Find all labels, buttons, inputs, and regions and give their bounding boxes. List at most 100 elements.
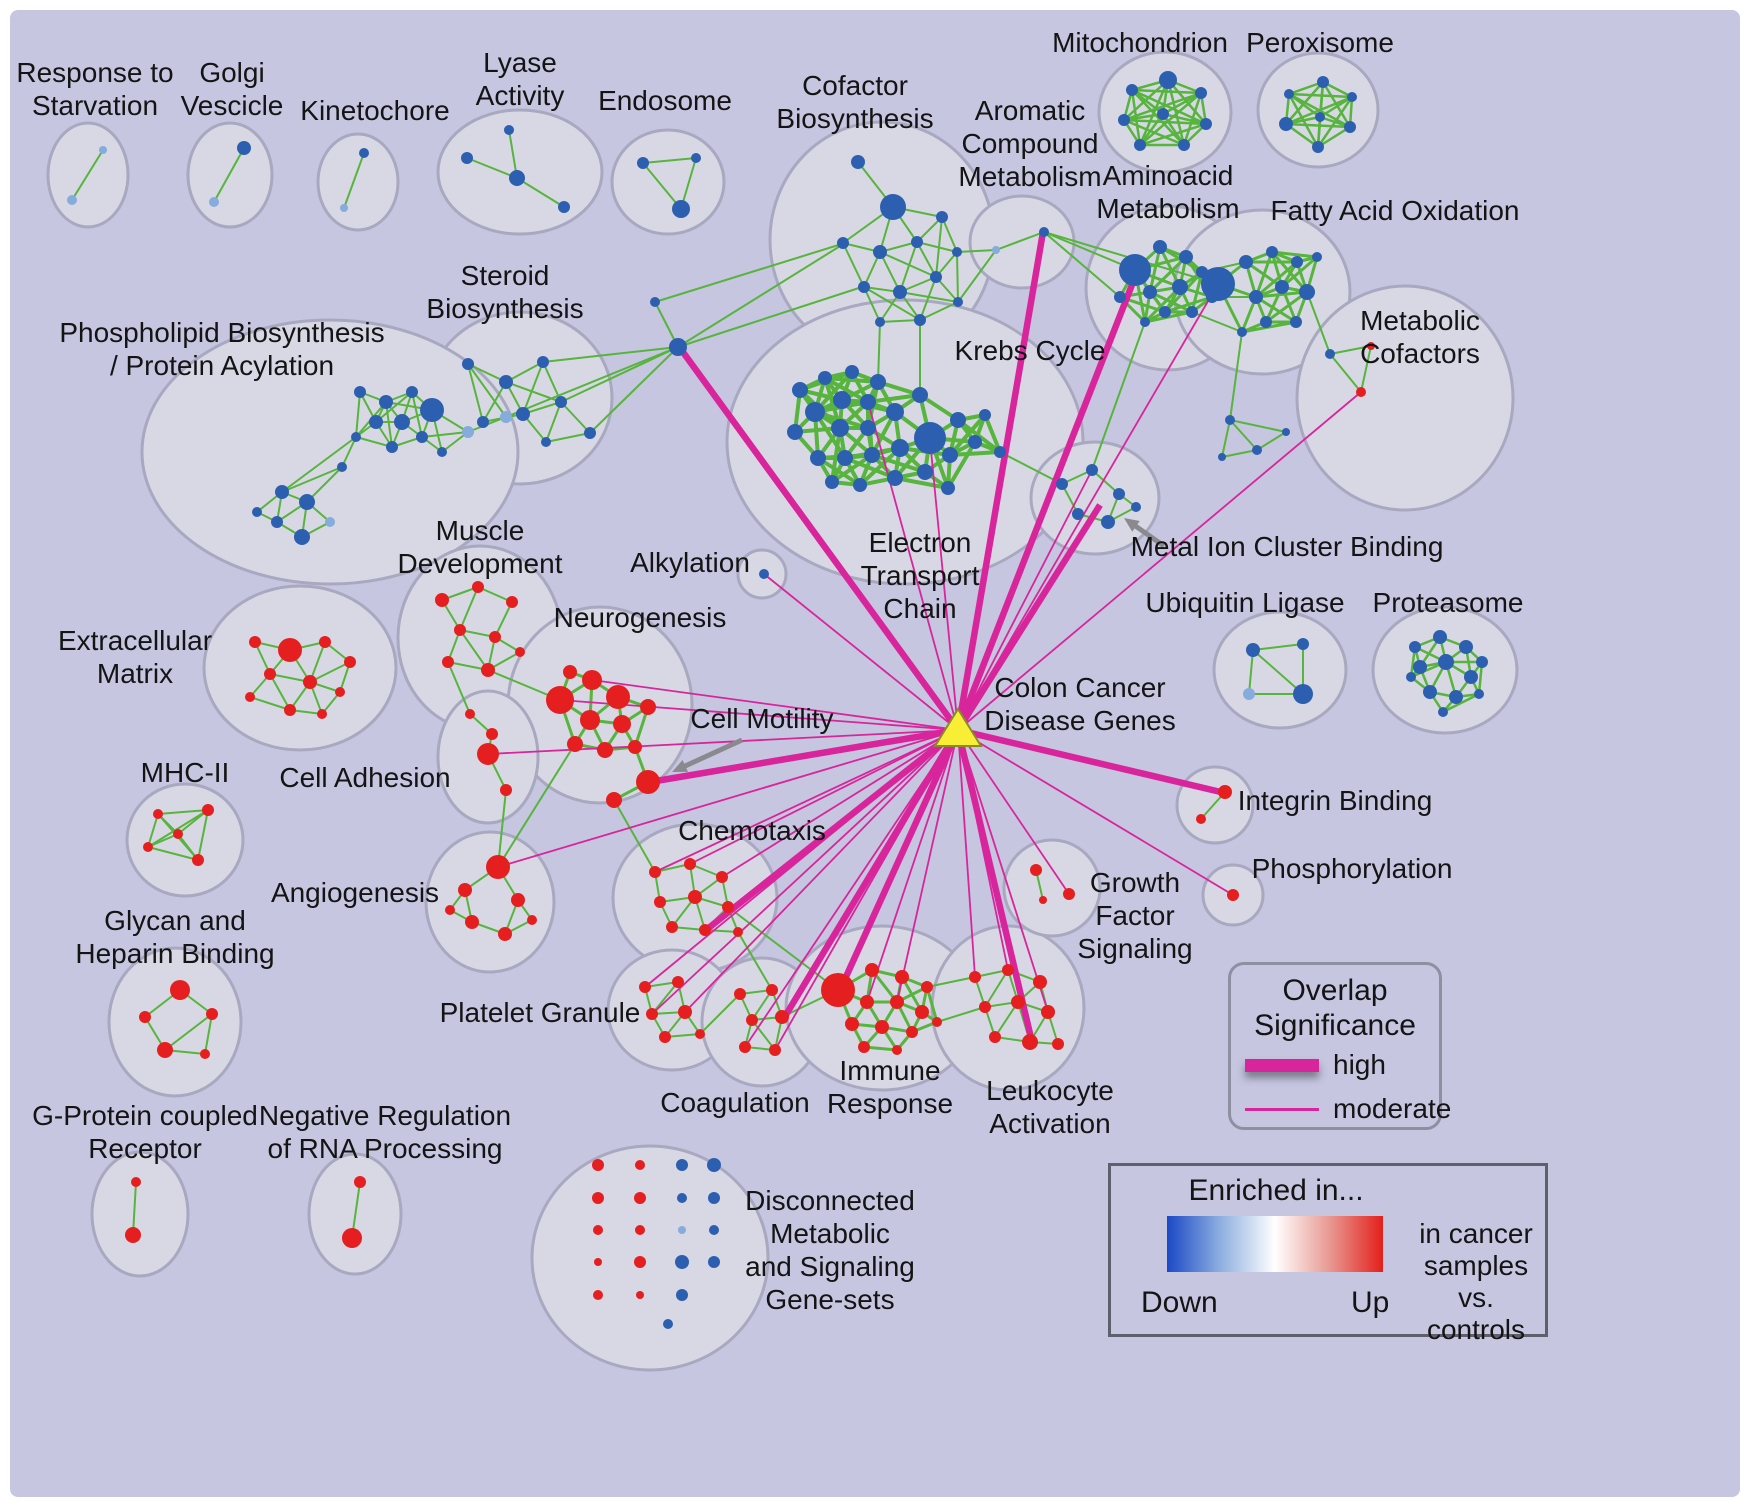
- phospholipid-biosynthesis-node[interactable]: [437, 447, 447, 457]
- phospholipid-biosynthesis-node[interactable]: [271, 516, 283, 528]
- electron-transport-krebs-node[interactable]: [853, 478, 867, 492]
- cofactor-biosynthesis-node[interactable]: [952, 247, 962, 257]
- cofactor-biosynthesis-node[interactable]: [914, 314, 926, 326]
- aminoacid-metabolism-node[interactable]: [1114, 291, 1126, 303]
- disconnected-gene-sets-node[interactable]: [663, 1319, 673, 1329]
- lyase-activity-node[interactable]: [509, 170, 525, 186]
- disconnected-gene-sets-node[interactable]: [593, 1225, 603, 1235]
- aminoacid-metabolism-node[interactable]: [1153, 240, 1167, 254]
- metal-ion-cluster-binding-node[interactable]: [1086, 464, 1098, 476]
- leukocyte-activation-node[interactable]: [969, 971, 981, 983]
- platelet-granule-node[interactable]: [646, 1008, 658, 1020]
- fatty-acid-oxidation-node[interactable]: [1299, 284, 1315, 300]
- cofactor-biosynthesis-node[interactable]: [911, 236, 923, 248]
- electron-transport-krebs-node[interactable]: [810, 450, 826, 466]
- leukocyte-activation-node[interactable]: [1022, 1034, 1038, 1050]
- golgi-vescicle-node[interactable]: [209, 197, 219, 207]
- extracellular-matrix-node[interactable]: [264, 668, 276, 680]
- immune-response-node[interactable]: [895, 970, 909, 984]
- proteasome-node[interactable]: [1476, 656, 1488, 668]
- steroid-biosynthesis-node[interactable]: [537, 356, 549, 368]
- phospholipid-biosynthesis-node[interactable]: [406, 386, 418, 398]
- disconnected-gene-sets-node[interactable]: [592, 1192, 604, 1204]
- cofactor-biosynthesis-node[interactable]: [873, 245, 887, 259]
- immune-response-node[interactable]: [858, 1041, 870, 1053]
- peroxisome-node[interactable]: [1347, 92, 1357, 102]
- lyase-activity-node[interactable]: [558, 201, 570, 213]
- connector-node[interactable]: [650, 297, 660, 307]
- metabolic-cofactors-node[interactable]: [1218, 453, 1226, 461]
- electron-transport-krebs-node[interactable]: [979, 409, 991, 421]
- coagulation-node[interactable]: [739, 1041, 751, 1053]
- immune-response-node[interactable]: [860, 995, 874, 1009]
- mhc-ii-node[interactable]: [153, 809, 163, 819]
- fatty-acid-oxidation-node[interactable]: [1290, 316, 1302, 328]
- mhc-ii-node[interactable]: [173, 829, 183, 839]
- glycan-heparin-binding-node[interactable]: [139, 1011, 151, 1023]
- immune-response-node[interactable]: [892, 1045, 902, 1055]
- metabolic-cofactors-node[interactable]: [1325, 349, 1335, 359]
- mitochondrion-node[interactable]: [1159, 71, 1177, 89]
- angiogenesis-node[interactable]: [465, 915, 479, 929]
- extracellular-matrix-node[interactable]: [303, 675, 317, 689]
- immune-response-node[interactable]: [865, 963, 879, 977]
- g-protein-coupled-receptor-node[interactable]: [131, 1177, 141, 1187]
- peroxisome-node[interactable]: [1315, 112, 1325, 122]
- muscle-development-node[interactable]: [435, 593, 449, 607]
- steroid-biosynthesis-node[interactable]: [477, 416, 489, 428]
- platelet-granule-node[interactable]: [659, 1031, 671, 1043]
- cofactor-biosynthesis-node[interactable]: [953, 297, 963, 307]
- cofactor-biosynthesis-node[interactable]: [880, 194, 906, 220]
- phospholipid-biosynthesis-node[interactable]: [252, 507, 262, 517]
- steroid-biosynthesis-node[interactable]: [584, 427, 596, 439]
- coagulation-node[interactable]: [766, 984, 778, 996]
- disconnected-gene-sets-node[interactable]: [709, 1225, 719, 1235]
- angiogenesis-node[interactable]: [511, 893, 525, 907]
- mitochondrion-node[interactable]: [1157, 108, 1169, 120]
- fatty-acid-oxidation-node[interactable]: [1275, 280, 1289, 294]
- fatty-acid-oxidation-node[interactable]: [1239, 255, 1253, 269]
- phospholipid-biosynthesis-node[interactable]: [462, 426, 474, 438]
- response-to-starvation-node[interactable]: [67, 195, 77, 205]
- steroid-biosynthesis-node[interactable]: [555, 396, 567, 408]
- coagulation-node[interactable]: [734, 988, 746, 1000]
- immune-response-node[interactable]: [906, 1026, 918, 1038]
- electron-transport-krebs-node[interactable]: [831, 419, 849, 437]
- lyase-activity-node[interactable]: [461, 152, 473, 164]
- disconnected-gene-sets-node[interactable]: [593, 1290, 603, 1300]
- coagulation-node[interactable]: [769, 1044, 781, 1056]
- cofactor-biosynthesis-node[interactable]: [851, 155, 865, 169]
- muscle-development-node[interactable]: [472, 581, 484, 593]
- aminoacid-metabolism-node[interactable]: [1119, 254, 1151, 286]
- proteasome-node[interactable]: [1406, 672, 1416, 682]
- metal-ion-cluster-binding-node[interactable]: [1113, 488, 1125, 500]
- fatty-acid-oxidation-node[interactable]: [1266, 246, 1278, 258]
- disconnected-gene-sets-node[interactable]: [707, 1158, 721, 1172]
- growth-factor-signaling-node[interactable]: [1063, 888, 1075, 900]
- kinetochore-node[interactable]: [340, 204, 348, 212]
- immune-response-node[interactable]: [845, 1017, 859, 1031]
- coagulation-node[interactable]: [775, 1010, 789, 1024]
- metabolic-cofactors-node[interactable]: [1356, 387, 1366, 397]
- immune-response-node[interactable]: [915, 1005, 929, 1019]
- electron-transport-krebs-node[interactable]: [941, 481, 955, 495]
- phospholipid-biosynthesis-node[interactable]: [299, 494, 315, 510]
- growth-factor-signaling-node[interactable]: [1039, 896, 1047, 904]
- mitochondrion-node[interactable]: [1118, 114, 1130, 126]
- neurogenesis-node[interactable]: [580, 710, 600, 730]
- disconnected-gene-sets-node[interactable]: [594, 1258, 602, 1266]
- angiogenesis-node[interactable]: [498, 927, 512, 941]
- angiogenesis-node[interactable]: [458, 883, 472, 897]
- electron-transport-krebs-node[interactable]: [787, 424, 803, 440]
- cofactor-biosynthesis-node[interactable]: [936, 211, 948, 223]
- aminoacid-metabolism-node[interactable]: [1179, 250, 1193, 264]
- fatty-acid-oxidation-node[interactable]: [1201, 267, 1235, 301]
- peroxisome-node[interactable]: [1284, 89, 1294, 99]
- golgi-vescicle-node[interactable]: [237, 141, 251, 155]
- phospholipid-biosynthesis-node[interactable]: [500, 411, 512, 423]
- fatty-acid-oxidation-node[interactable]: [1312, 252, 1322, 262]
- platelet-granule-node[interactable]: [639, 981, 651, 993]
- fatty-acid-oxidation-node[interactable]: [1291, 256, 1303, 268]
- proteasome-node[interactable]: [1433, 630, 1447, 644]
- immune-response-node[interactable]: [875, 1020, 889, 1034]
